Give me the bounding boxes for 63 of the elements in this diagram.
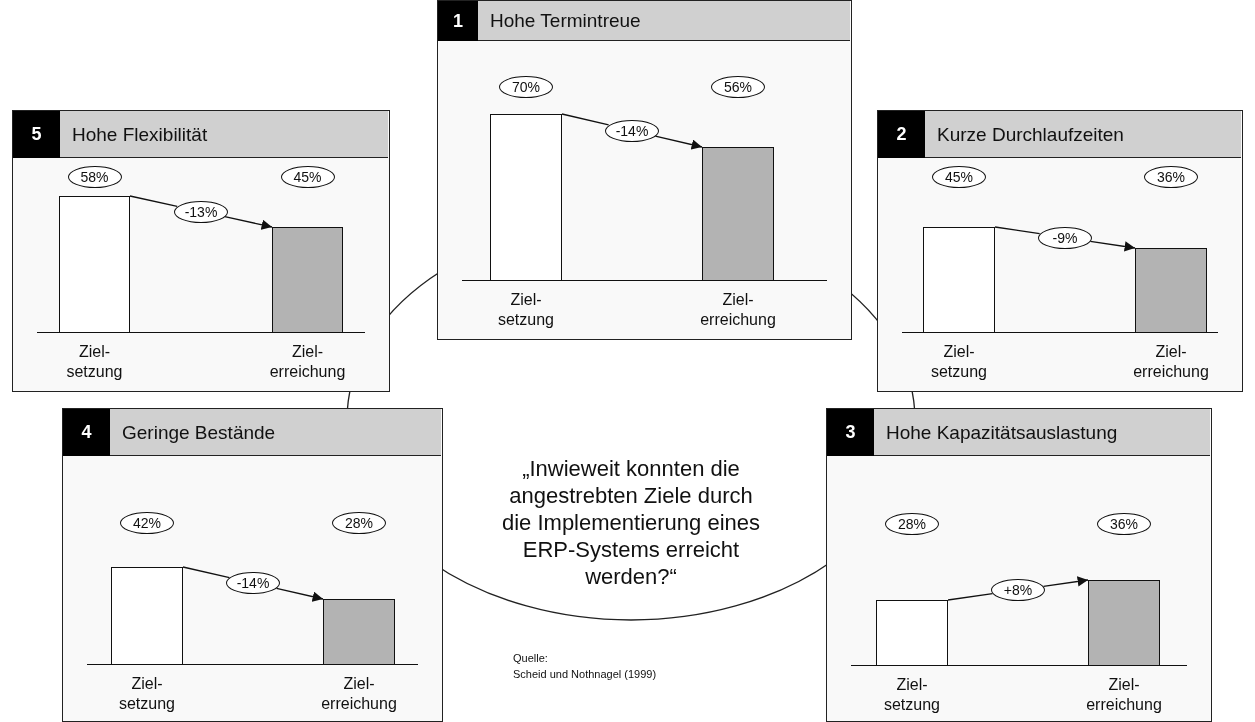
value-ellipse: 36% — [1144, 166, 1198, 188]
panel-title: Kurze Durchlaufzeiten — [937, 123, 1124, 146]
panel-number: 2 — [878, 111, 925, 158]
value-ellipse: 70% — [499, 76, 553, 98]
change-ellipse: -13% — [174, 200, 228, 223]
bar — [490, 114, 562, 281]
axis-label: Ziel- setzung — [117, 674, 176, 714]
change-ellipse: -9% — [1038, 226, 1092, 249]
chart-panel — [62, 408, 443, 722]
panel-title: Hohe Termintreue — [490, 10, 641, 32]
change-ellipse: +8% — [991, 579, 1045, 601]
question-text: „Inwieweit konnten die angestrebten Ziele durch die Implementierung eines ERP-Systems erreicht werden?“ — [495, 455, 767, 590]
bar — [1088, 580, 1160, 666]
axis-label: Ziel- erreichung — [1132, 342, 1210, 382]
value-ellipse: 45% — [932, 166, 986, 188]
axis-label: Ziel- erreichung — [1085, 675, 1163, 715]
panel-number: 1 — [438, 1, 478, 41]
value-ellipse: 28% — [332, 512, 386, 534]
bar — [923, 227, 995, 333]
arrow — [224, 216, 273, 230]
change-ellipse: -14% — [605, 119, 659, 142]
chart-panel — [826, 408, 1212, 722]
source-note: Scheid und Nothnagel (1999) — [513, 668, 657, 680]
panel-number: 5 — [13, 111, 60, 158]
axis-label: Ziel- setzung — [882, 675, 941, 715]
axis-label: Ziel- erreichung — [699, 290, 777, 330]
panel-number: 3 — [827, 409, 874, 456]
value-ellipse: 58% — [67, 166, 122, 188]
axis-label: Ziel- erreichung — [268, 342, 347, 382]
connector-line — [947, 593, 994, 601]
bar — [702, 147, 774, 281]
panel-title: Hohe Flexibilität — [72, 123, 208, 146]
value-ellipse: 42% — [120, 512, 174, 534]
axis-label: Ziel- erreichung — [320, 674, 398, 714]
panel-title: Hohe Kapazitätsauslastung — [886, 421, 1118, 444]
chart-panel — [437, 0, 852, 340]
connector-line — [129, 195, 178, 207]
chart-panel — [12, 110, 390, 392]
connector-line — [182, 566, 231, 579]
panel-number: 4 — [63, 409, 110, 456]
value-ellipse: 36% — [1097, 513, 1151, 535]
axis-label: Ziel- setzung — [65, 342, 124, 382]
arrow — [654, 135, 703, 150]
value-ellipse: 28% — [885, 513, 939, 535]
change-ellipse: -14% — [226, 572, 280, 594]
bar — [59, 196, 130, 333]
panel-title: Geringe Bestände — [122, 421, 276, 444]
bar — [876, 600, 948, 666]
value-ellipse: 56% — [711, 76, 765, 98]
axis-label: Ziel- setzung — [496, 290, 555, 330]
value-ellipse: 45% — [280, 166, 335, 188]
arrow — [1042, 576, 1089, 587]
bar — [323, 599, 395, 665]
connector-line — [994, 226, 1041, 235]
chart-panel — [877, 110, 1243, 392]
bar — [272, 227, 343, 333]
bar — [1135, 248, 1207, 333]
connector-line — [561, 113, 610, 126]
arrow — [275, 587, 324, 602]
axis-label: Ziel- setzung — [929, 342, 988, 382]
bar — [111, 567, 183, 665]
source-note: Quelle: — [513, 652, 548, 664]
arrow — [1089, 240, 1136, 252]
